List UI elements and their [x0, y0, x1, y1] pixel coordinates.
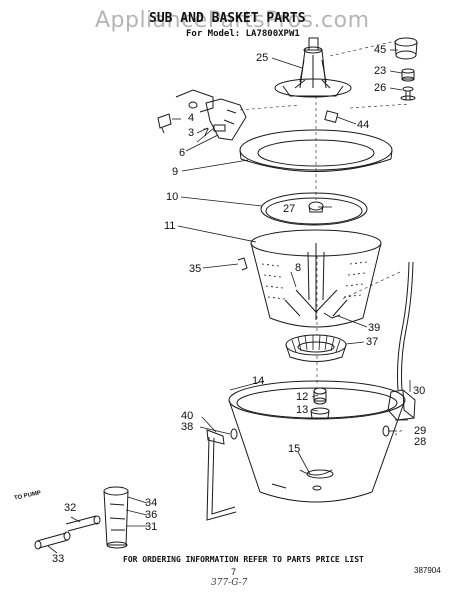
bolt-washer	[400, 86, 416, 101]
model-number: For Model: LA7800XPW1	[186, 29, 300, 39]
basket-clamp	[323, 312, 341, 319]
callout-44: 44	[357, 119, 370, 131]
callout-13: 13	[296, 404, 309, 416]
leader-lines	[47, 49, 411, 554]
callout-3: 3	[188, 127, 195, 139]
standpipe	[103, 486, 129, 549]
pump-hose	[34, 515, 101, 550]
ordering-note: FOR ORDERING INFORMATION REFER TO PARTS …	[123, 555, 364, 564]
callout-9: 9	[172, 166, 179, 178]
callout-27: 27	[283, 203, 296, 215]
handwritten-code: 377-G-7	[211, 578, 248, 588]
callout-40: 40	[181, 410, 194, 422]
outer-tub	[228, 380, 406, 503]
agitator-cap	[394, 37, 418, 60]
callout-10: 10	[166, 191, 179, 203]
watermark-logo: AppliancePartsPros.com	[95, 8, 370, 33]
callout-11: 11	[164, 220, 176, 232]
callout-34: 34	[145, 497, 158, 509]
callout-31: 31	[145, 521, 158, 533]
callout-36: 36	[145, 509, 158, 521]
callout-4: 4	[188, 112, 195, 124]
tub-clip	[237, 257, 248, 271]
callout-39: 39	[368, 322, 381, 334]
snubber-ring	[260, 192, 368, 226]
spin-cone	[285, 334, 347, 362]
tub-seal	[310, 407, 330, 419]
callout-26: 26	[374, 82, 387, 94]
page-number: 7	[231, 567, 237, 577]
callout-38: 38	[181, 421, 194, 433]
callout-8: 8	[295, 262, 302, 274]
drain-hose	[397, 261, 414, 391]
assembly-guide-lines	[239, 39, 411, 436]
callout-28: 28	[414, 436, 427, 448]
callout-7: 7	[203, 127, 210, 139]
callout-6: 6	[179, 147, 186, 159]
basket	[250, 229, 382, 328]
callout-35: 35	[189, 263, 202, 275]
cam-nut	[401, 68, 415, 82]
callout-15: 15	[288, 443, 301, 455]
callout-32: 32	[64, 502, 77, 514]
spring-clip	[324, 110, 339, 123]
agitator	[274, 37, 352, 98]
motor-bracket	[157, 89, 247, 141]
tub-nut	[312, 485, 322, 491]
tub-hose-fitting	[206, 428, 238, 445]
callout-30: 30	[413, 385, 426, 397]
callout-25: 25	[256, 52, 269, 64]
callout-12: 12	[296, 391, 309, 403]
recirc-hose	[206, 436, 237, 521]
callout-14: 14	[252, 375, 265, 387]
callout-33: 33	[52, 553, 65, 565]
callout-29: 29	[414, 425, 427, 437]
drive-block	[308, 201, 324, 213]
callout-45: 45	[374, 44, 387, 56]
diagram-title: SUB AND BASKET PARTS	[149, 11, 306, 26]
document-number: 387904	[414, 566, 441, 575]
callout-23: 23	[374, 65, 387, 77]
callout-37: 37	[366, 336, 379, 348]
